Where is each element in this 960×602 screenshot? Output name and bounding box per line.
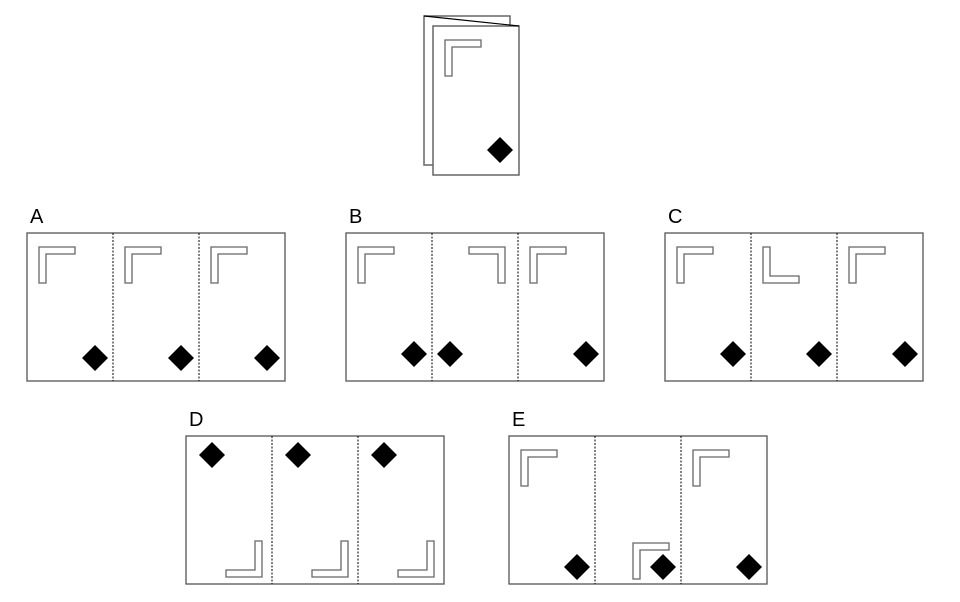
option-label: A xyxy=(30,206,44,228)
panel xyxy=(199,442,263,578)
unfolded-paper xyxy=(26,232,286,382)
panel xyxy=(371,442,435,578)
fold-edge xyxy=(423,15,520,27)
unfolded-paper xyxy=(664,232,924,382)
panel xyxy=(357,246,427,367)
diamond xyxy=(806,341,832,367)
panel xyxy=(437,246,506,367)
panel xyxy=(38,246,108,371)
diamond xyxy=(564,554,590,580)
diamond xyxy=(285,442,311,468)
l-shape xyxy=(124,246,162,284)
option-label: C xyxy=(668,206,683,228)
l-shape xyxy=(520,449,558,487)
panel xyxy=(762,246,832,367)
diamond xyxy=(401,341,427,367)
l-shape xyxy=(38,246,76,284)
panel xyxy=(520,449,590,580)
option-d[interactable] xyxy=(185,435,445,585)
panel xyxy=(848,246,918,367)
panel xyxy=(632,542,676,580)
diamond xyxy=(199,442,225,468)
l-shape xyxy=(848,246,886,284)
l-shape xyxy=(762,246,800,284)
diamond xyxy=(437,341,463,367)
l-shape xyxy=(692,449,730,487)
panel xyxy=(692,449,762,580)
panel xyxy=(285,442,349,578)
diamond xyxy=(720,341,746,367)
folded-paper xyxy=(423,15,520,176)
option-a[interactable] xyxy=(26,232,286,382)
diamond xyxy=(254,345,280,371)
l-shape xyxy=(397,540,435,578)
l-shape xyxy=(210,246,248,284)
panel xyxy=(124,246,194,371)
l-shape xyxy=(632,542,670,580)
l-shape xyxy=(529,246,567,284)
panel xyxy=(676,246,746,367)
l-shape xyxy=(225,540,263,578)
l-shape xyxy=(311,540,349,578)
l-shape xyxy=(468,246,506,284)
diamond xyxy=(371,442,397,468)
diamond xyxy=(82,345,108,371)
l-shape xyxy=(444,39,482,77)
option-b[interactable] xyxy=(345,232,605,382)
diamond xyxy=(892,341,918,367)
panel xyxy=(210,246,280,371)
unfolded-paper xyxy=(185,435,445,585)
option-label: B xyxy=(349,206,363,228)
option-e[interactable] xyxy=(508,435,768,585)
option-label: D xyxy=(189,409,204,431)
panel xyxy=(529,246,599,367)
diamond xyxy=(736,554,762,580)
diamond xyxy=(487,137,513,163)
unfolded-paper xyxy=(345,232,605,382)
diamond xyxy=(650,554,676,580)
diamond xyxy=(573,341,599,367)
l-shape xyxy=(676,246,714,284)
option-label: E xyxy=(512,409,526,431)
diamond xyxy=(168,345,194,371)
l-shape xyxy=(357,246,395,284)
option-c[interactable] xyxy=(664,232,924,382)
